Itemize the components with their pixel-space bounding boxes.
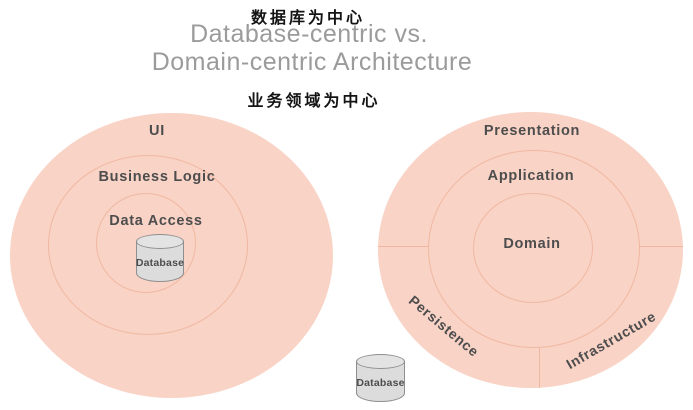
domain-layer-circle [473, 193, 593, 303]
sector-divider-right [639, 246, 683, 248]
domain-layer-label: Domain [503, 236, 561, 252]
chinese-caption-database-centric: 数据库为中心 [250, 10, 366, 27]
database-label: Database [135, 256, 185, 269]
data-access-layer-circle [96, 193, 196, 293]
database-icon: Database [136, 234, 184, 282]
main-title-line1: Database-centric vs. [190, 20, 428, 48]
data-access-layer-label: Data Access [109, 213, 203, 229]
business-logic-layer-circle [48, 155, 248, 335]
ui-layer-label: UI [149, 123, 165, 139]
database-cylinder-top [356, 354, 405, 369]
business-logic-layer-label: Business Logic [98, 169, 216, 185]
external-database-icon: Database [356, 354, 405, 402]
presentation-layer-label: Presentation [483, 123, 581, 139]
database-cylinder-top [136, 234, 184, 249]
application-layer-label: Application [487, 168, 575, 184]
sector-divider-left [378, 246, 429, 248]
application-layer-circle [428, 150, 640, 348]
sector-divider-bottom [539, 347, 541, 388]
chinese-caption-domain-centric: 业务领域为中心 [247, 93, 381, 110]
main-title-line2: Domain-centric Architecture [151, 48, 473, 76]
database-label: Database [356, 376, 405, 389]
